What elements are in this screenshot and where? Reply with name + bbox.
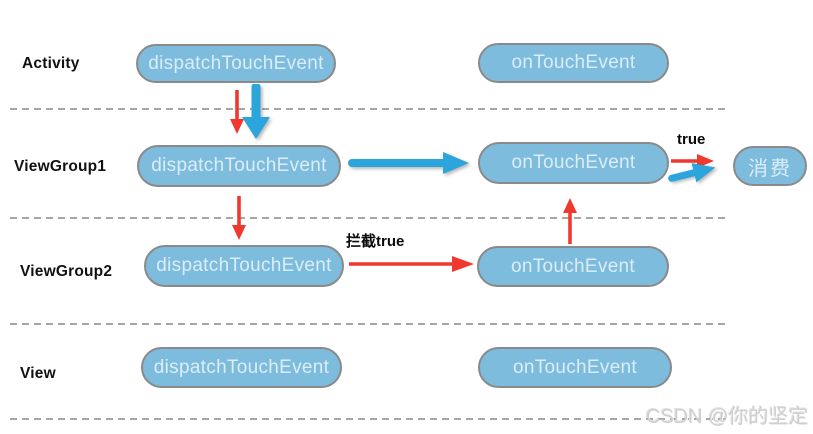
pill-viewgroup1-dispatchtouchevent: dispatchTouchEvent	[137, 145, 341, 187]
arrow-red-down-viewgroup1-to-viewgroup2	[232, 196, 246, 240]
arrow-blue-right-viewgroup1-dispatch-to-ontouch	[348, 152, 469, 174]
pill-viewgroup1-ontouchevent: onTouchEvent	[478, 142, 669, 184]
row-separator-1	[10, 108, 726, 110]
pill-view-dispatchtouchevent: dispatchTouchEvent	[141, 347, 342, 388]
arrow-red-right-viewgroup2-dispatch-to-ontouch	[349, 256, 474, 272]
csdn-watermark: CSDN @你的坚定	[646, 406, 809, 428]
row-label-view: View	[20, 365, 56, 382]
pill-viewgroup2-ontouchevent: onTouchEvent	[477, 246, 669, 287]
row-label-activity: Activity	[22, 55, 80, 72]
row-separator-2	[10, 217, 726, 219]
arrow-red-right-ontouch-to-consume	[671, 154, 714, 168]
pill-viewgroup2-dispatchtouchevent: dispatchTouchEvent	[144, 245, 344, 287]
row-separator-4	[10, 418, 726, 420]
annotation-true: true	[677, 131, 706, 148]
pill-activity-dispatchtouchevent: dispatchTouchEvent	[136, 44, 336, 83]
pill-view-ontouchevent: onTouchEvent	[478, 347, 672, 388]
arrow-red-up-viewgroup2-to-viewgroup1-ontouch	[563, 198, 577, 244]
row-label-viewgroup1: ViewGroup1	[14, 158, 107, 175]
annotation-intercept-true: 拦截true	[346, 233, 405, 250]
arrow-red-down-activity-to-viewgroup1	[230, 90, 244, 134]
arrow-blue-down-activity-to-viewgroup1	[242, 84, 270, 139]
row-separator-3	[10, 323, 726, 325]
pill-activity-ontouchevent: onTouchEvent	[478, 43, 669, 83]
row-label-viewgroup2: ViewGroup2	[20, 263, 113, 280]
pill-consume: 消费	[733, 146, 807, 186]
arrow-blue-right-ontouch-to-consume	[668, 163, 716, 183]
